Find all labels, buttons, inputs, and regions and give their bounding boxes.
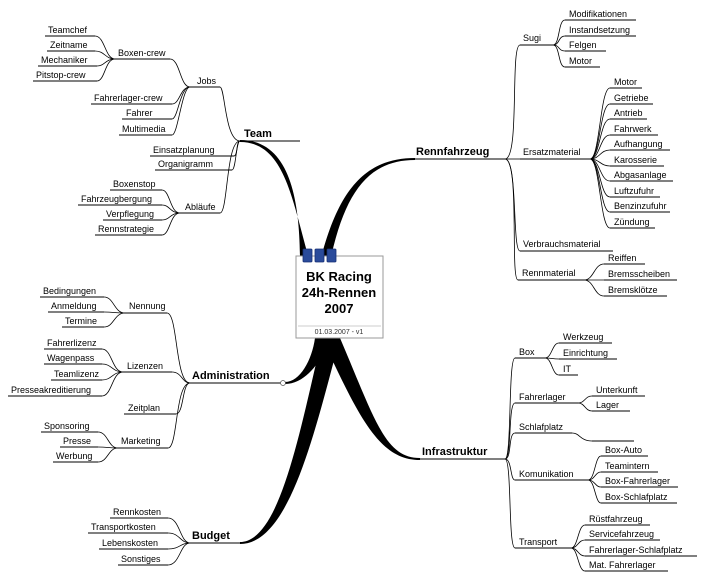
leaf-fahrwerk[interactable]: Fahrwerk	[614, 124, 652, 134]
leaf-fahrzeugbergung[interactable]: Fahrzeugbergung	[81, 194, 152, 204]
leaf-box-schlafplatz[interactable]: Box-Schlafplatz	[605, 492, 668, 502]
leaf-fahrer[interactable]: Fahrer	[126, 108, 153, 118]
leaf-teamintern[interactable]: Teamintern	[605, 461, 650, 471]
leaf-bremsscheiben[interactable]: Bremsscheiben	[608, 269, 670, 279]
leaf-rennkosten[interactable]: Rennkosten	[113, 507, 161, 517]
node-box[interactable]: Box	[519, 347, 535, 357]
node-zeitplan[interactable]: Zeitplan	[128, 403, 160, 413]
center-icon	[302, 248, 337, 263]
leaf-teamchef[interactable]: Teamchef	[48, 25, 88, 35]
leaf-boxenstop[interactable]: Boxenstop	[113, 179, 156, 189]
center-date: 01.03.2007 - v1	[315, 329, 364, 336]
node-boxen-crew[interactable]: Boxen-crew	[118, 48, 166, 58]
leaf-verpflegung[interactable]: Verpflegung	[106, 209, 154, 219]
node-ablaeufe[interactable]: Abläufe	[185, 202, 216, 212]
node-komunikation[interactable]: Komunikation	[519, 469, 574, 479]
leaf-einrichtung[interactable]: Einrichtung	[563, 348, 608, 358]
leaf-benzinzufuhr[interactable]: Benzinzufuhr	[614, 201, 667, 211]
leaf-presse[interactable]: Presse	[63, 436, 91, 446]
node-verbrauchsmaterial[interactable]: Verbrauchsmaterial	[523, 239, 601, 249]
leaf-felgen[interactable]: Felgen	[569, 40, 597, 50]
leaf-pitstop-crew[interactable]: Pitstop-crew	[36, 70, 86, 80]
center-title-line1: BK Racing	[306, 269, 372, 284]
leaf-karosserie[interactable]: Karosserie	[614, 155, 657, 165]
leaf-getriebe[interactable]: Getriebe	[614, 93, 649, 103]
leaf-multimedia[interactable]: Multimedia	[122, 124, 166, 134]
leaf-mat-fahrerlager[interactable]: Mat. Fahrerlager	[589, 560, 656, 570]
node-marketing[interactable]: Marketing	[121, 436, 161, 446]
leaf-bedingungen[interactable]: Bedingungen	[43, 286, 96, 296]
leaf-presseakreditierung[interactable]: Presseakreditierung	[11, 385, 91, 395]
center-node[interactable]	[295, 255, 384, 339]
leaf-modifikationen[interactable]: Modifikationen	[569, 9, 627, 19]
leaf-sonstiges[interactable]: Sonstiges	[121, 554, 161, 564]
leaf-rennstrategie[interactable]: Rennstrategie	[98, 224, 154, 234]
leaf-fahrerlizenz[interactable]: Fahrerlizenz	[47, 338, 97, 348]
leaf-antrieb[interactable]: Antrieb	[614, 108, 643, 118]
branch-rennfahrzeug	[320, 158, 415, 262]
topic-budget[interactable]: Budget	[192, 530, 230, 542]
leaf-box-auto[interactable]: Box-Auto	[605, 445, 642, 455]
node-nennung[interactable]: Nennung	[129, 301, 166, 311]
node-fahrerlager[interactable]: Fahrerlager	[519, 392, 566, 402]
leaf-ruestfahrzeug[interactable]: Rüstfahrzeug	[589, 514, 643, 524]
branch-team	[240, 140, 310, 262]
leaf-wagenpass[interactable]: Wagenpass	[47, 353, 95, 363]
branch-budget	[240, 338, 340, 544]
leaf-box-fahrerlager[interactable]: Box-Fahrerlager	[605, 476, 670, 486]
leaf-teamlizenz[interactable]: Teamlizenz	[54, 369, 100, 379]
leaf-werkzeug[interactable]: Werkzeug	[563, 332, 603, 342]
leaf-motor-ersatz[interactable]: Motor	[614, 77, 637, 87]
leaf-werbung[interactable]: Werbung	[56, 451, 92, 461]
leaf-fahrerlager-schlafplatz[interactable]: Fahrerlager-Schlafplatz	[589, 545, 683, 555]
node-organigramm[interactable]: Organigramm	[158, 159, 213, 169]
leaf-luftzufuhr[interactable]: Luftzufuhr	[614, 186, 654, 196]
node-rennmaterial[interactable]: Rennmaterial	[522, 268, 576, 278]
node-lizenzen[interactable]: Lizenzen	[127, 361, 163, 371]
topic-team[interactable]: Team	[244, 128, 272, 140]
leaf-abgasanlage[interactable]: Abgasanlage	[614, 170, 667, 180]
leaf-lebenskosten[interactable]: Lebenskosten	[102, 538, 158, 548]
leaf-unterkunft[interactable]: Unterkunft	[596, 385, 638, 395]
leaf-fahrerlager-crew[interactable]: Fahrerlager-crew	[94, 93, 163, 103]
center-title-line2: 24h-Rennen	[302, 285, 376, 300]
leaf-sponsoring[interactable]: Sponsoring	[44, 421, 90, 431]
node-ersatzmaterial[interactable]: Ersatzmaterial	[523, 147, 581, 157]
leaf-zeitname[interactable]: Zeitname	[50, 40, 88, 50]
topic-infrastruktur[interactable]: Infrastruktur	[422, 446, 488, 458]
leaf-anmeldung[interactable]: Anmeldung	[51, 301, 97, 311]
topic-administration[interactable]: Administration	[192, 370, 270, 382]
leaf-termine[interactable]: Termine	[65, 316, 97, 326]
leaf-instandsetzung[interactable]: Instandsetzung	[569, 25, 630, 35]
leaf-transportkosten[interactable]: Transportkosten	[91, 522, 156, 532]
node-einsatzplanung[interactable]: Einsatzplanung	[153, 145, 215, 155]
leaf-zuendung[interactable]: Zündung	[614, 217, 650, 227]
leaf-lager[interactable]: Lager	[596, 400, 619, 410]
leaf-bremskloetze[interactable]: Bremsklötze	[608, 285, 658, 295]
leaf-servicefahrzeug[interactable]: Servicefahrzeug	[589, 529, 654, 539]
branch-administration	[285, 338, 330, 384]
center-title-line3: 2007	[325, 301, 354, 316]
branch-infrastruktur	[322, 338, 420, 460]
leaf-reiffen[interactable]: Reiffen	[608, 253, 636, 263]
node-sugi[interactable]: Sugi	[523, 33, 541, 43]
leaf-mechaniker[interactable]: Mechaniker	[41, 55, 88, 65]
leaf-motor-sugi[interactable]: Motor	[569, 56, 592, 66]
node-transport[interactable]: Transport	[519, 537, 558, 547]
topic-rennfahrzeug[interactable]: Rennfahrzeug	[416, 146, 489, 158]
leaf-aufhangung[interactable]: Aufhangung	[614, 139, 663, 149]
node-schlafplatz[interactable]: Schlafplatz	[519, 422, 564, 432]
leaf-it[interactable]: IT	[563, 364, 572, 374]
node-jobs[interactable]: Jobs	[197, 76, 217, 86]
